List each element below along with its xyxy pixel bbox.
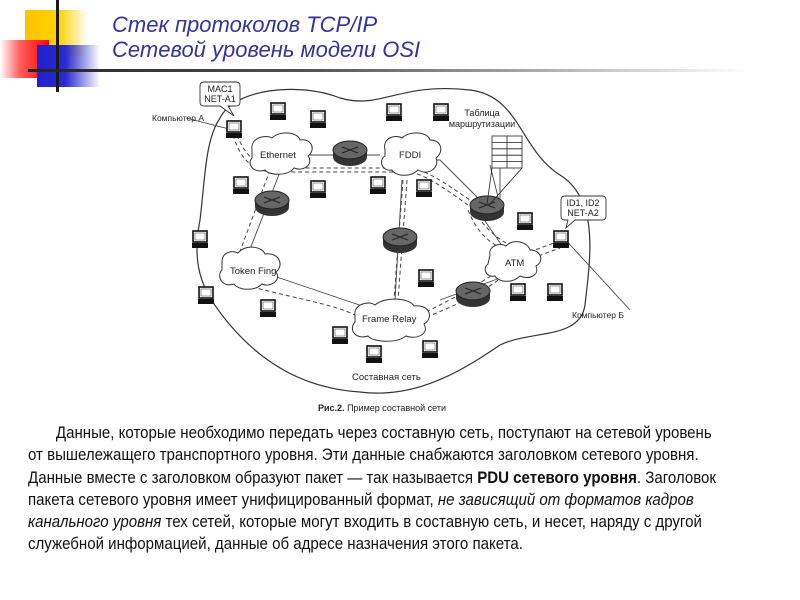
computer-b-icon — [552, 230, 570, 249]
computer-b-label: Компьютер Б — [572, 310, 624, 320]
computer-icon — [421, 340, 439, 359]
slide-title-line1: Стек протоколов TCP/IP — [112, 12, 378, 37]
routing-table-label-1: Таблица — [464, 108, 499, 118]
router-icon — [469, 195, 505, 222]
computer-icon — [417, 269, 435, 288]
computer-icon — [191, 230, 209, 249]
callout-a: MAC1 NET-A1 — [199, 81, 241, 117]
slide-title: Стек протоколов TCP/IP Сетевой уровень м… — [112, 12, 420, 62]
callout-b: ID1, ID2 NET-A2 — [560, 195, 607, 230]
label-frame-relay: Frame Relay — [362, 314, 417, 325]
computer-icon — [385, 103, 403, 122]
cloud-ethernet — [249, 132, 313, 175]
computer-icon — [516, 212, 534, 231]
cloud-token-ring — [219, 246, 281, 290]
label-token-ring: Token Fing — [230, 266, 276, 277]
label-ethernet: Ethernet — [260, 150, 296, 161]
text-part-3: тех сетей, которые могут входить в соста… — [28, 513, 702, 554]
cloud-frame-relay — [351, 298, 430, 342]
computer-icon — [365, 345, 383, 364]
router-icon — [254, 190, 290, 217]
label-fddi: FDDI — [399, 150, 421, 161]
title-divider — [28, 69, 748, 72]
logo-vertical-line — [56, 0, 59, 92]
figure-caption-prefix: Рис.2. — [318, 403, 345, 413]
text-italic-phrase: не зависящий от форматов кадров канально… — [28, 490, 694, 532]
computer-icon — [309, 180, 327, 199]
computer-icon — [546, 283, 564, 302]
computer-icon — [259, 299, 277, 318]
computer-icon — [432, 103, 450, 122]
cloud-atm — [484, 241, 542, 282]
routing-table-label-2: маршрутизации — [449, 119, 515, 129]
computer-icon — [309, 110, 327, 129]
text-pdu-term: PDU сетевого уровня — [477, 468, 637, 487]
callout-a-line2: NET-A1 — [204, 94, 236, 104]
computer-a-icon — [225, 120, 243, 139]
network-diagram: Ethernet FDDI Token Fing ATM Frame Relay… — [152, 81, 631, 413]
router-icon — [455, 281, 491, 308]
computer-icon — [369, 176, 387, 195]
computer-a-label: Компьютер А — [152, 113, 204, 123]
text-part-2: . Заголовок пакета сетевого уровня имеет… — [28, 468, 717, 509]
logo-blue-square — [37, 45, 100, 87]
computer-icon — [509, 283, 527, 302]
router-icon — [382, 227, 418, 254]
cloud-fddi — [381, 132, 442, 176]
callout-a-line1: MAC1 — [207, 84, 232, 94]
computer-icon — [269, 102, 287, 121]
figure-caption-text: Пример составной сети — [345, 403, 446, 413]
router-icon — [332, 140, 368, 167]
routing-table-icon — [486, 135, 523, 205]
composite-network-label: Составная сеть — [352, 372, 421, 383]
computer-icon — [415, 179, 433, 198]
text-part-1: Данные, которые необходимо передать чере… — [28, 424, 712, 487]
callout-b-line2: NET-A2 — [567, 208, 599, 218]
label-atm: ATM — [505, 258, 524, 269]
slide-title-line2: Сетевой уровень модели OSI — [112, 37, 421, 62]
computer-icon — [232, 176, 250, 195]
slide-logo — [0, 0, 110, 95]
computer-icon — [197, 286, 215, 305]
callout-b-line1: ID1, ID2 — [566, 198, 599, 208]
computer-icon — [331, 326, 349, 345]
figure-caption: Рис.2. Пример составной сети — [318, 403, 446, 413]
body-paragraph: Данные, которые необходимо передать чере… — [28, 422, 716, 556]
